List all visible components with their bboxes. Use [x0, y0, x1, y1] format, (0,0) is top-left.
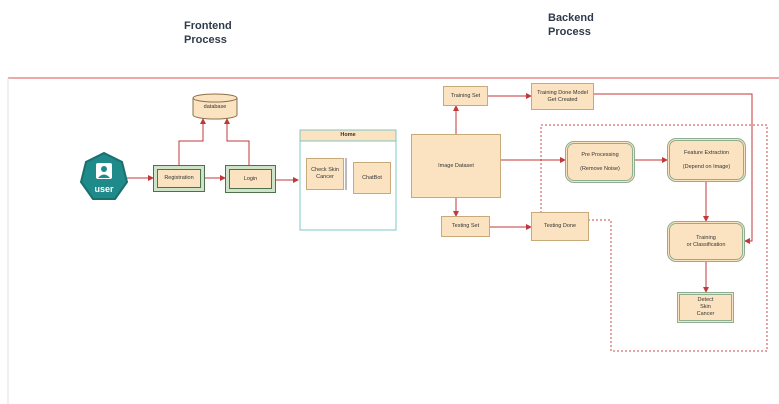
feature-extraction-box: Feature Extraction (Depend on Image): [667, 138, 746, 182]
backend-title: Backend Process: [548, 12, 594, 38]
user-icon: [79, 151, 129, 200]
training-done-model-box: Training Done Model Get Created: [531, 83, 594, 110]
arrow-registration-database: [178, 118, 206, 165]
check-skin-cancer-box[interactable]: Check Skin Cancer: [306, 158, 344, 190]
training-classification-box: Training or Classification: [667, 221, 745, 262]
training-set-box: Training Set: [443, 86, 488, 106]
image-dataset-box: Image Dataset: [411, 134, 501, 198]
pre-processing-box: Pre Processing (Remove Noise): [565, 141, 635, 183]
database-cylinder: [192, 93, 238, 120]
home-header-bar: [299, 129, 397, 142]
login-box[interactable]: Login: [225, 165, 276, 193]
testing-done-box: Testing Done: [531, 212, 589, 241]
frontend-title: Frontend Process: [184, 20, 232, 46]
arrow-model-classification: [594, 93, 753, 244]
arrow-login-database: [224, 118, 250, 165]
chatbot-box[interactable]: ChatBot: [353, 162, 391, 194]
testing-set-box: Testing Set: [441, 216, 490, 237]
database-label: database: [203, 103, 227, 110]
registration-box[interactable]: Registration: [153, 165, 205, 192]
detect-skin-cancer-box: Detect Skin Cancer: [677, 292, 734, 323]
home-header: Home: [340, 132, 356, 138]
user-label: user: [94, 184, 114, 194]
